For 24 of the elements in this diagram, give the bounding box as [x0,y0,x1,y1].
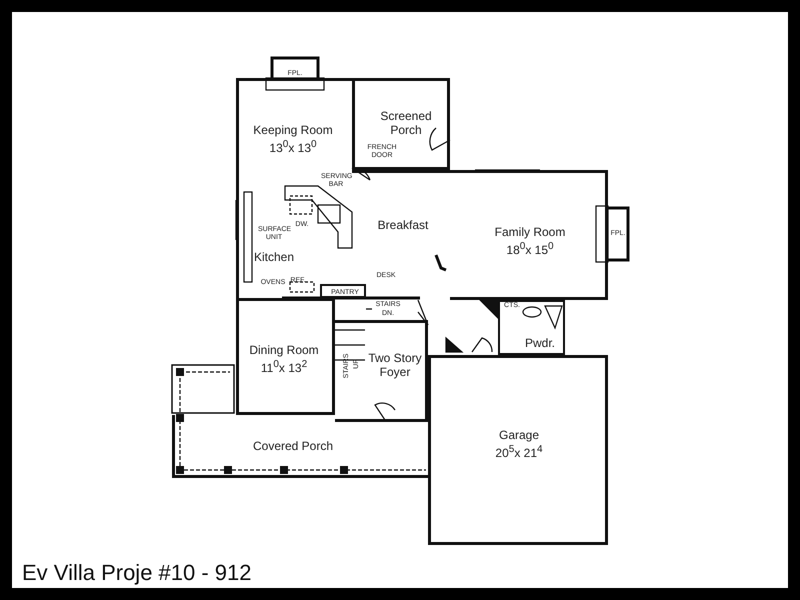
caption: Ev Villa Proje #10 - 912 [22,560,252,586]
room-name: Kitchen [254,250,294,264]
room-name: Two Story Foyer [367,351,423,379]
room-outline [498,300,565,355]
room-dimensions: 13$^{0}$x 13$^{0}$ [269,138,317,155]
room-outline [320,284,366,298]
room-name: Screened Porch [379,109,433,137]
room-name: Keeping Room [253,123,333,137]
room-name: Family Room [494,225,566,239]
room-outline [172,415,428,478]
room-name: Covered Porch [252,439,334,453]
room-name: Dining Room [249,343,319,357]
room-dimensions: 11$^{0}$x 13$^{2}$ [260,358,308,375]
room-outline [428,355,608,545]
room-outline [236,78,352,180]
room-name: Garage [498,428,540,442]
room-outline [236,298,335,415]
room-outline [335,320,428,422]
room-dimensions: 18$^{0}$x 15$^{0}$ [506,240,554,257]
room-dimensions: 20$^{5}$x 21$^{4}$ [495,443,543,460]
room-outline [352,78,450,170]
room-outline [450,170,608,300]
room-name: Pwdr. [525,336,555,350]
room-name: Breakfast [378,218,428,232]
